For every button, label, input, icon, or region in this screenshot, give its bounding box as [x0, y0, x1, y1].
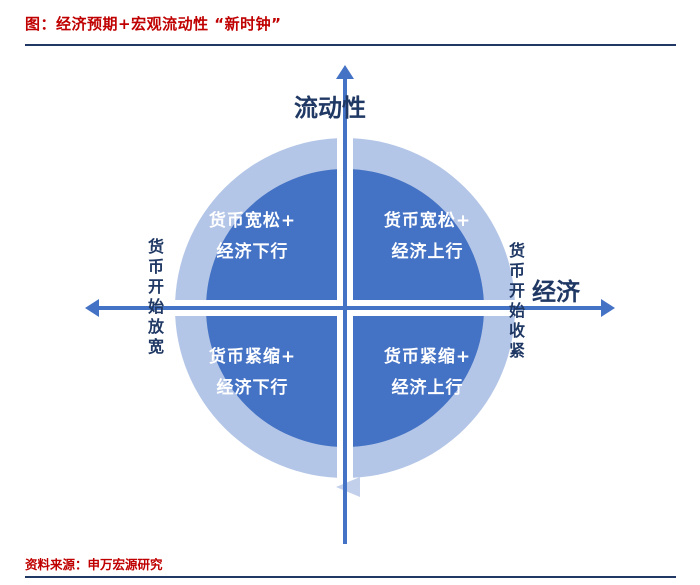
- vertical-axis-label: 流动性: [294, 94, 366, 122]
- quadrant-bottom-left: 货币紧缩+ 经济下行: [170, 342, 335, 404]
- clockwise-rotation-arrow-icon: [336, 477, 360, 497]
- quadrant-text-line: 货币宽松+: [208, 211, 297, 231]
- quadrant-text-line: 货币宽松+: [383, 211, 472, 231]
- bottom-divider: [25, 576, 676, 578]
- horizontal-axis-line: [99, 306, 601, 310]
- top-divider: [25, 44, 676, 46]
- axis-arrow-left-icon: [85, 299, 99, 317]
- axis-arrow-right-icon: [601, 299, 615, 317]
- quadrant-text-line: 经济下行: [216, 242, 289, 262]
- left-side-label: 货币开始放宽: [145, 238, 164, 358]
- quadrant-text-line: 经济上行: [391, 378, 464, 398]
- quadrant-text-line: 经济上行: [391, 242, 464, 262]
- horizontal-axis-label: 经济: [532, 278, 580, 306]
- quadrant-text-line: 经济下行: [216, 378, 289, 398]
- axis-arrow-up-icon: [336, 65, 354, 79]
- quadrant-text-line: 货币紧缩+: [383, 347, 472, 367]
- quadrant-text-line: 货币紧缩+: [208, 347, 297, 367]
- quadrant-bottom-right: 货币紧缩+ 经济上行: [345, 342, 510, 404]
- source-note: 资料来源：申万宏源研究: [25, 557, 163, 572]
- quadrant-top-left: 货币宽松+ 经济下行: [170, 206, 335, 268]
- right-side-label: 货币开始收紧: [506, 242, 525, 362]
- quadrant-top-right: 货币宽松+ 经济上行: [345, 206, 510, 268]
- figure-title: 图：经济预期+宏观流动性 “新时钟”: [25, 15, 282, 33]
- vertical-axis-line: [343, 78, 347, 544]
